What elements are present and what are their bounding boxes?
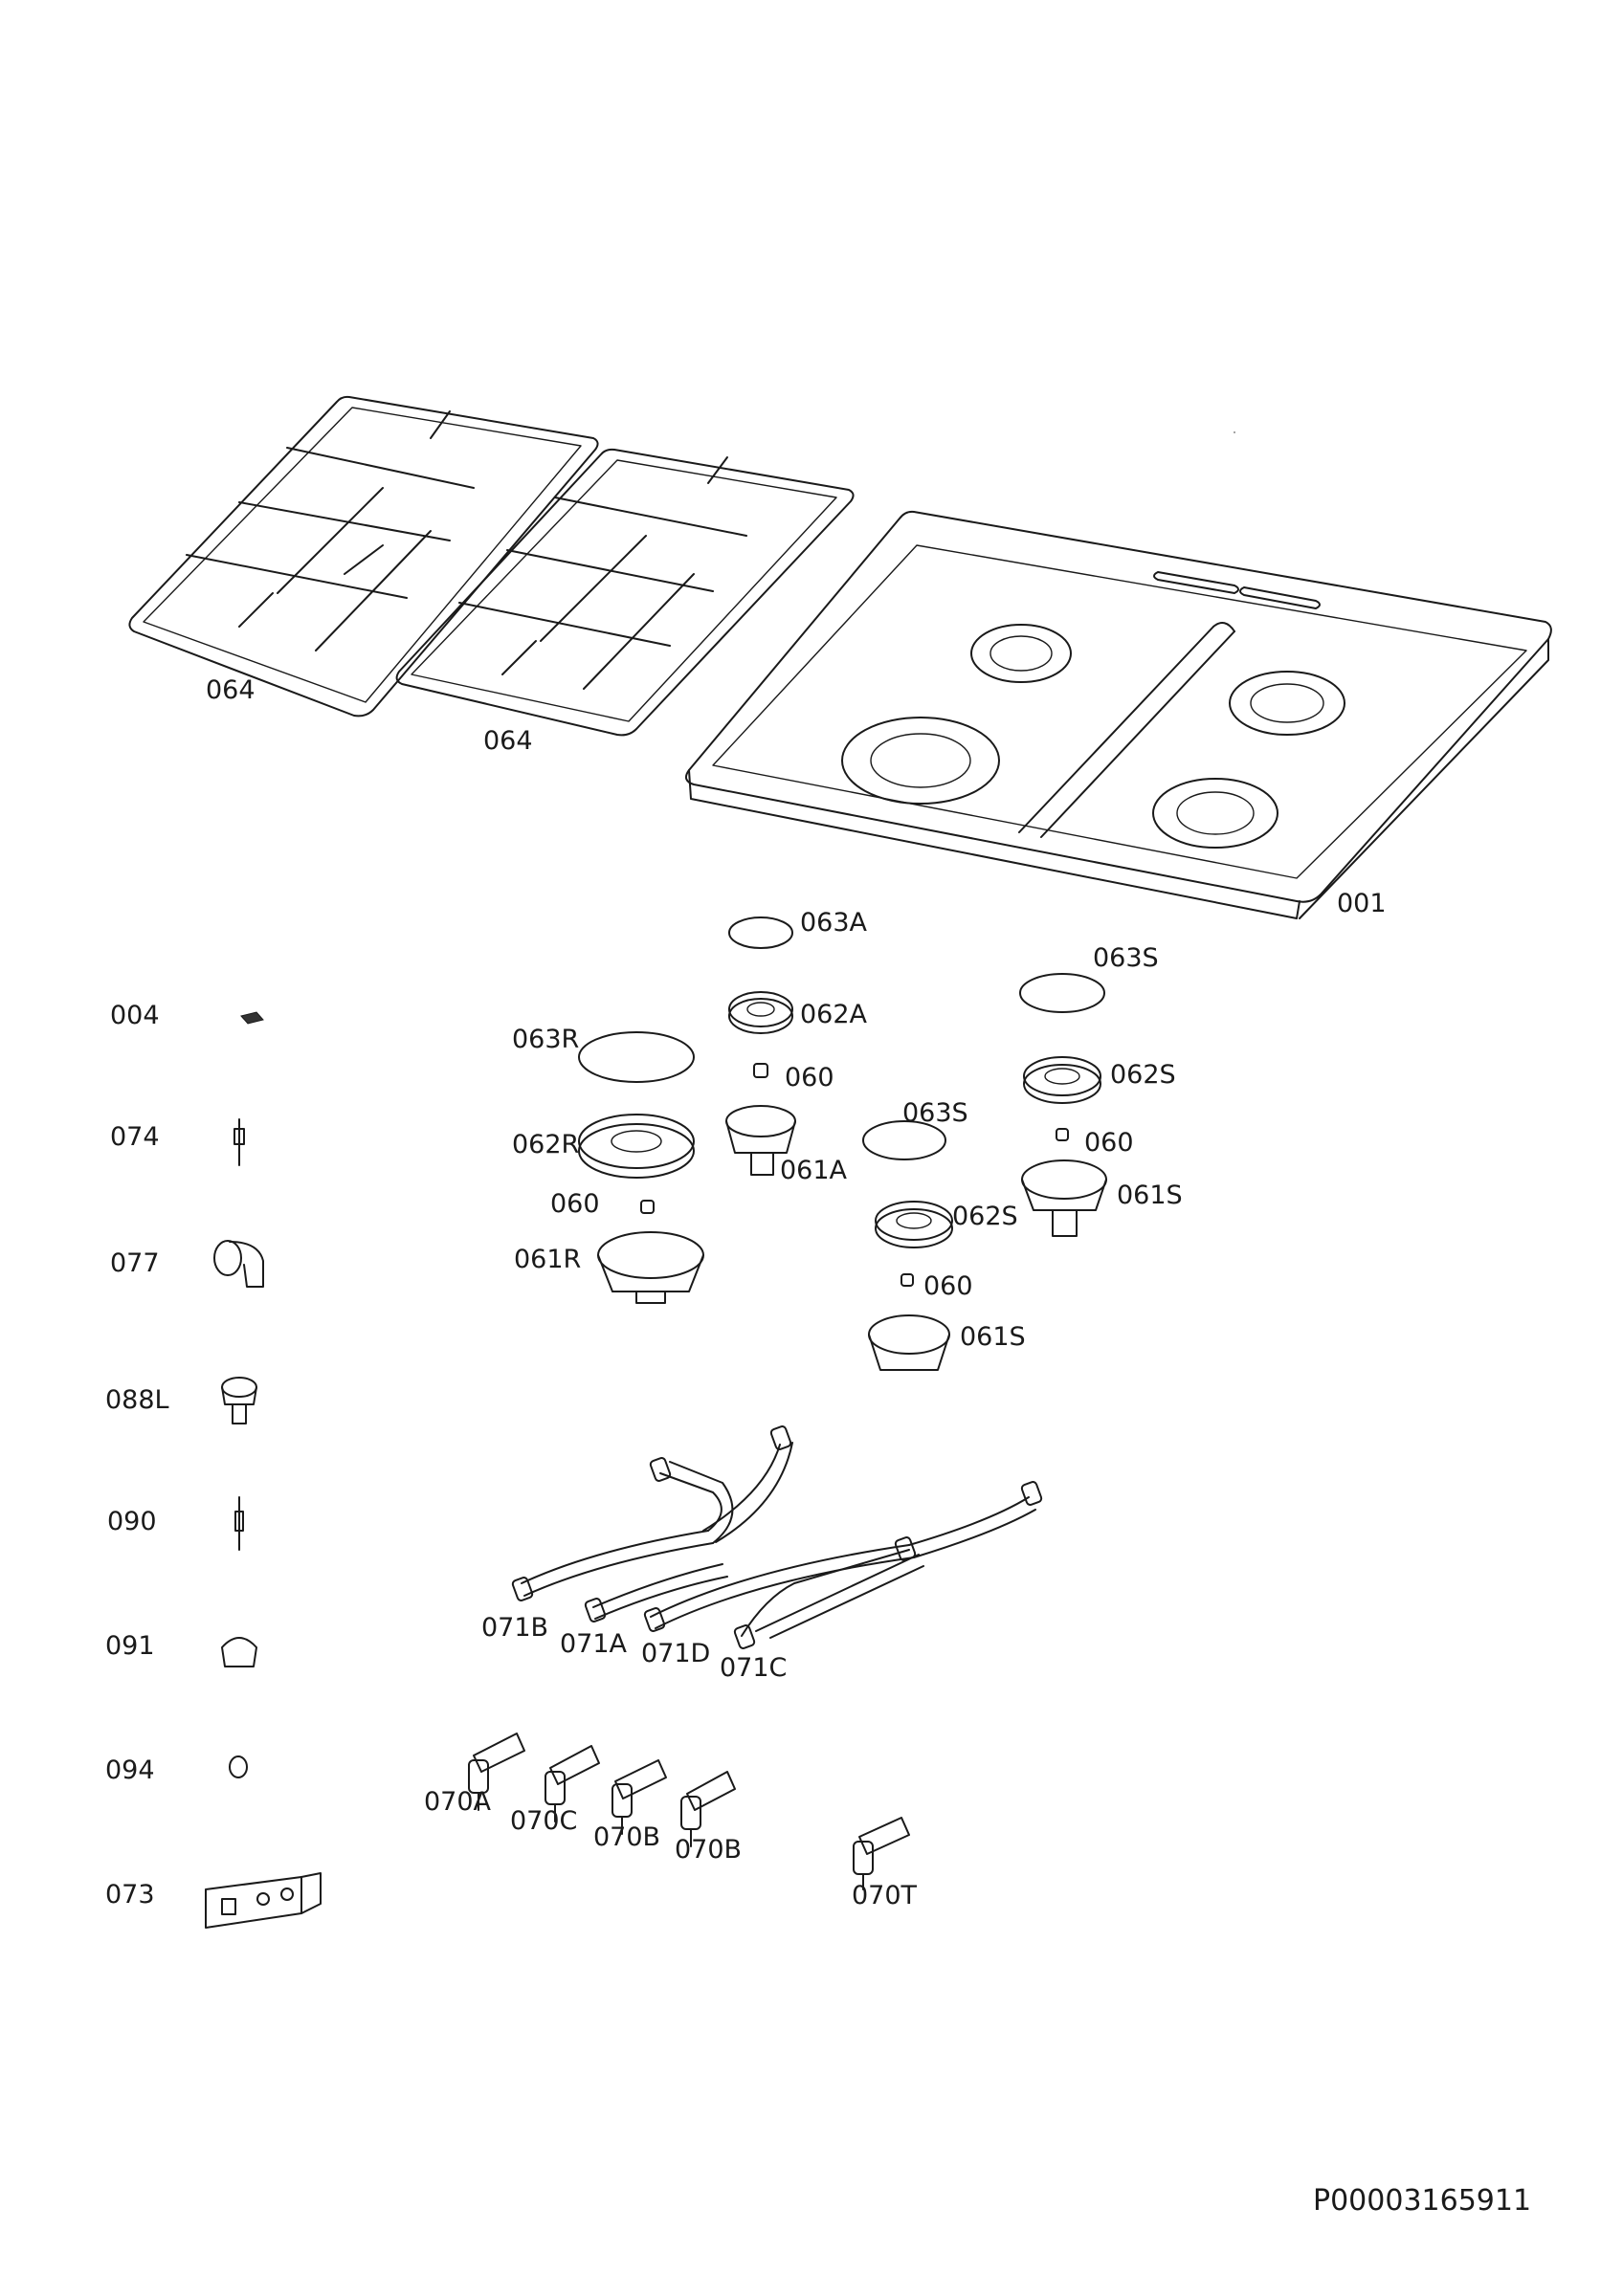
burner-body-061R xyxy=(597,1231,704,1304)
injector-060-s-mid xyxy=(900,1273,914,1287)
label-cap-063S-mid: 063S xyxy=(902,1098,968,1128)
label-grate-right: 064 xyxy=(483,726,533,756)
label-body-061S-top: 061S xyxy=(1117,1181,1183,1210)
burner-cap-063S-mid xyxy=(862,1120,946,1160)
diagram-code: P00003165911 xyxy=(1313,2184,1532,2218)
burner-cap-063A xyxy=(728,916,793,949)
hob-top-panel xyxy=(684,431,1552,919)
label-crown-062S-mid: 062S xyxy=(952,1202,1018,1231)
part-073-ignition-switch xyxy=(205,1872,322,1929)
label-injector-r: 060 xyxy=(550,1189,600,1219)
label-cap-063A: 063A xyxy=(800,908,868,938)
label-part-004: 004 xyxy=(110,1001,160,1030)
part-091-clip xyxy=(221,1637,257,1667)
label-pipe-071A: 071A xyxy=(560,1629,628,1659)
label-cap-063R: 063R xyxy=(512,1025,580,1054)
gas-valve-070B-1 xyxy=(611,1759,667,1835)
part-094-washer xyxy=(229,1755,248,1778)
label-body-061S-bottom: 061S xyxy=(960,1322,1026,1352)
label-part-077: 077 xyxy=(110,1248,160,1278)
gas-valve-070A xyxy=(468,1733,525,1811)
label-valve-070B-2: 070B xyxy=(675,1835,743,1865)
label-valve-070A: 070A xyxy=(424,1787,492,1817)
gas-pipes xyxy=(511,1425,1043,1649)
injector-060-s-top xyxy=(1056,1128,1069,1141)
label-valve-070T: 070T xyxy=(852,1881,918,1910)
burner-crown-062A xyxy=(728,991,793,1034)
label-injector-s-top: 060 xyxy=(1084,1128,1134,1158)
gas-valve-070T xyxy=(853,1817,910,1890)
burner-crown-062R xyxy=(578,1114,695,1179)
label-part-073: 073 xyxy=(105,1880,155,1910)
label-pipe-071B: 071B xyxy=(481,1613,549,1643)
label-part-094: 094 xyxy=(105,1755,155,1785)
label-body-061A: 061A xyxy=(780,1156,848,1185)
part-088L-knob xyxy=(221,1377,257,1424)
gas-valve-070C xyxy=(545,1745,600,1822)
label-cap-063S-top: 063S xyxy=(1093,943,1159,973)
burner-body-061A xyxy=(725,1105,796,1176)
label-crown-062S-top: 062S xyxy=(1110,1060,1176,1090)
label-valve-070B-1: 070B xyxy=(593,1822,661,1852)
burner-body-061S-bottom xyxy=(868,1314,950,1371)
label-valve-070C: 070C xyxy=(510,1806,578,1836)
label-injector-a: 060 xyxy=(785,1063,834,1093)
label-injector-s-mid: 060 xyxy=(923,1271,973,1301)
injector-060-a xyxy=(753,1063,768,1078)
label-crown-062R: 062R xyxy=(512,1130,580,1159)
burner-crown-062S-mid xyxy=(875,1201,953,1248)
label-hob-top: 001 xyxy=(1337,889,1387,918)
label-grate-left: 064 xyxy=(206,675,256,705)
injector-060-r xyxy=(640,1200,655,1214)
label-pipe-071C: 071C xyxy=(720,1653,788,1683)
burner-cap-063S-top xyxy=(1019,973,1105,1013)
part-077-connector xyxy=(213,1240,264,1288)
label-crown-062A: 062A xyxy=(800,1000,868,1029)
label-pipe-071D: 071D xyxy=(641,1639,711,1668)
part-090-spark-plug xyxy=(234,1496,244,1551)
burner-body-061S-top xyxy=(1021,1159,1107,1237)
label-part-090: 090 xyxy=(107,1507,157,1536)
part-074-thermocouple xyxy=(233,1118,245,1166)
label-part-088L: 088L xyxy=(105,1385,169,1415)
gas-valve-070B-2 xyxy=(680,1771,736,1847)
label-part-091: 091 xyxy=(105,1631,155,1661)
label-part-074: 074 xyxy=(110,1122,160,1152)
label-body-061R: 061R xyxy=(514,1245,582,1274)
burner-cap-063R xyxy=(578,1031,695,1083)
part-004-clip xyxy=(240,1011,264,1025)
burner-crown-062S-top xyxy=(1023,1056,1101,1104)
pan-support-left xyxy=(128,395,599,718)
pan-support-right xyxy=(395,448,855,737)
